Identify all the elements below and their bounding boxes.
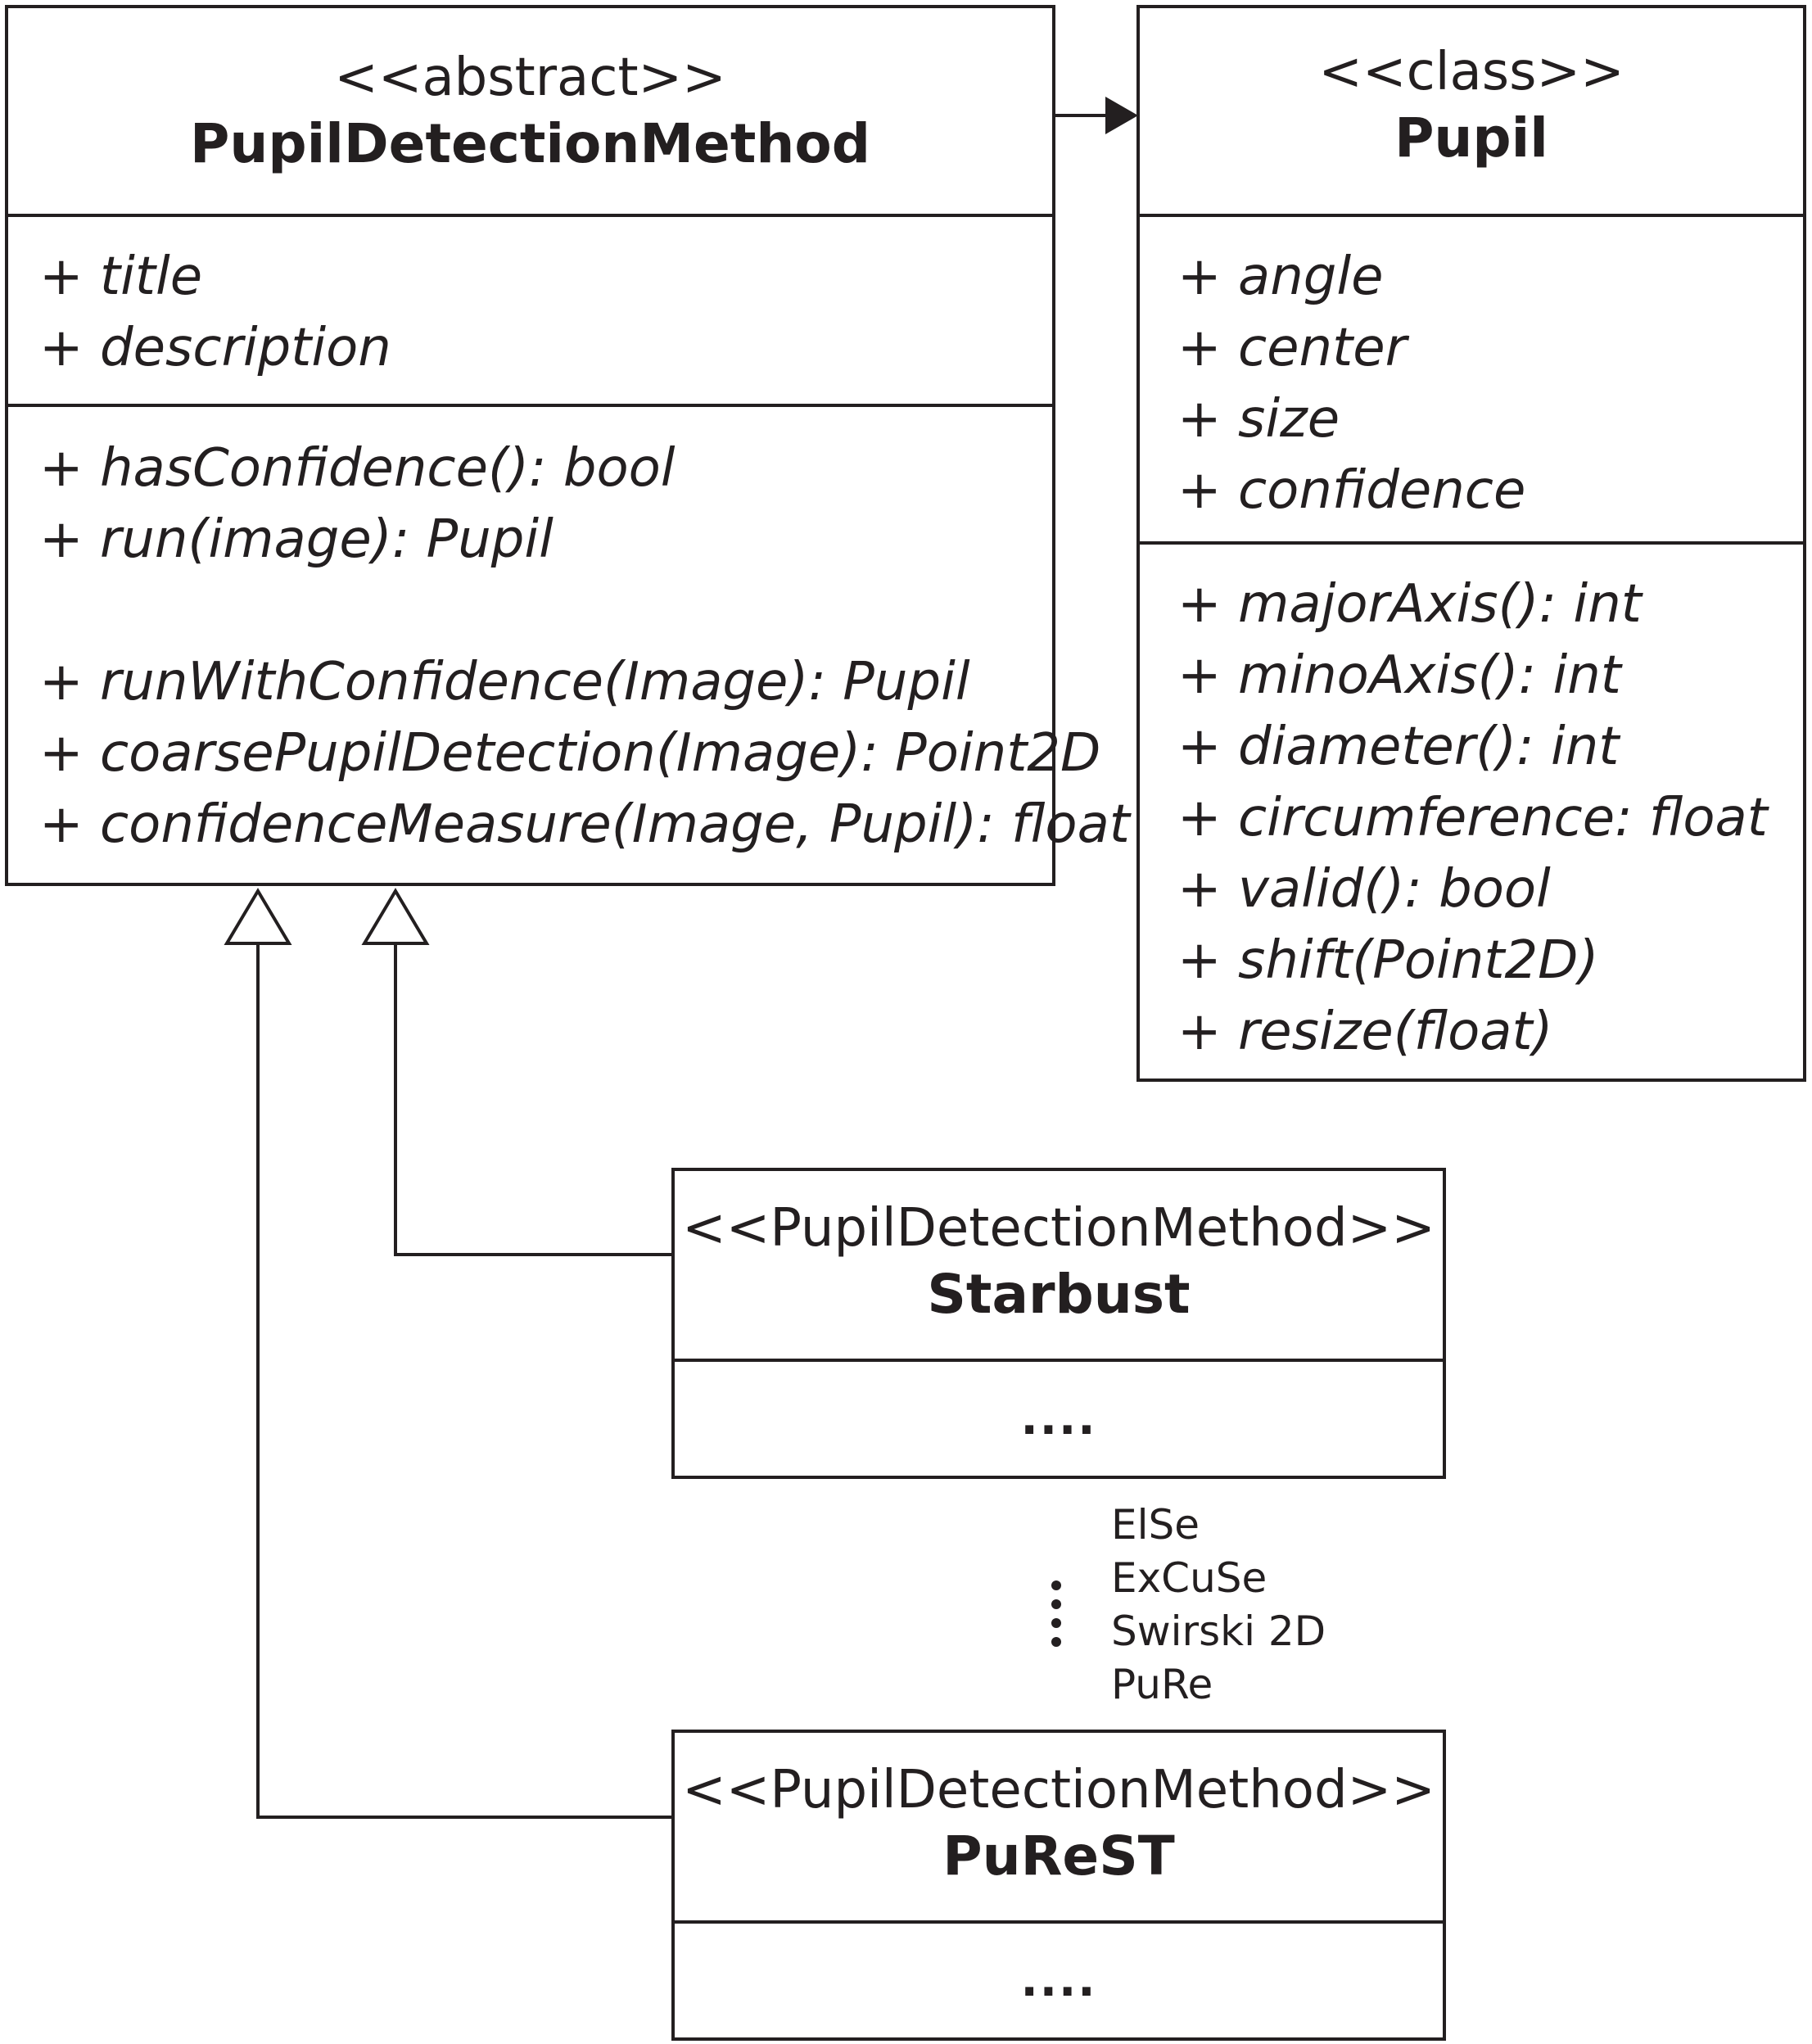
method: + circumference: float bbox=[1177, 788, 1768, 848]
class-name: PupilDetectionMethod bbox=[190, 112, 870, 175]
class-name: Starbust bbox=[927, 1263, 1191, 1326]
ellipsis-dot bbox=[1051, 1637, 1061, 1647]
attribute: + center bbox=[1177, 318, 1407, 378]
methods-compartment: + hasConfidence(): bool + run(image): Pu… bbox=[8, 407, 1130, 882]
stereotype-label: <<PupilDetectionMethod>> bbox=[682, 1760, 1435, 1820]
method-name: ExCuSe bbox=[1111, 1554, 1267, 1602]
stereotype-label: <<PupilDetectionMethod>> bbox=[682, 1198, 1435, 1259]
method: + run(image): Pupil bbox=[39, 509, 554, 570]
class-pupil: <<class>> Pupil + angle + center + size … bbox=[1136, 5, 1806, 1082]
class-body-placeholder: .... bbox=[1020, 1392, 1097, 1445]
class-header: <<class>> Pupil bbox=[1140, 8, 1803, 217]
method-name: PuRe bbox=[1111, 1661, 1213, 1708]
class-body-placeholder: .... bbox=[1020, 1954, 1097, 2007]
method: + majorAxis(): int bbox=[1177, 574, 1642, 635]
attribute: + angle bbox=[1177, 246, 1384, 307]
methods-compartment: + majorAxis(): int + minoAxis(): int + d… bbox=[1140, 545, 1803, 1077]
method: + resize(float) bbox=[1177, 1002, 1553, 1062]
class-header: <<PupilDetectionMethod>> Starbust bbox=[675, 1171, 1443, 1362]
attributes-compartment: + angle + center + size + confidence bbox=[1140, 217, 1803, 545]
class-purest: <<PupilDetectionMethod>> PuReST .... bbox=[671, 1730, 1446, 2041]
method-name: ElSe bbox=[1111, 1501, 1200, 1549]
attribute: + description bbox=[39, 318, 391, 378]
starbust-generalization-arrowhead bbox=[361, 888, 430, 945]
method: + confidenceMeasure(Image, Pupil): float bbox=[39, 794, 1130, 855]
purest-generalization-line bbox=[256, 943, 673, 1819]
other-methods-list: ElSe ExCuSe Swirski 2D PuRe bbox=[1111, 1499, 1326, 1712]
class-pupil-detection-method: <<abstract>> PupilDetectionMethod + titl… bbox=[5, 5, 1130, 886]
class-starbust: <<PupilDetectionMethod>> Starbust .... bbox=[671, 1168, 1446, 1479]
method: + coarsePupilDetection(Image): Point2D bbox=[39, 723, 1101, 784]
ellipsis-dot bbox=[1051, 1580, 1061, 1590]
stereotype-label: <<class>> bbox=[1318, 42, 1624, 102]
method: + shift(Point2D) bbox=[1177, 930, 1599, 991]
stereotype-label: <<abstract>> bbox=[334, 47, 726, 108]
starbust-generalization-line bbox=[394, 943, 673, 1256]
ellipsis-dot bbox=[1051, 1618, 1061, 1628]
attribute: + size bbox=[1177, 389, 1340, 450]
method: + diameter(): int bbox=[1177, 717, 1620, 777]
method-spacer bbox=[39, 576, 1052, 647]
attributes-compartment: + title + description bbox=[8, 217, 1052, 407]
method: + valid(): bool bbox=[1177, 859, 1551, 920]
method: + runWithConfidence(Image): Pupil bbox=[39, 652, 970, 712]
method-name: Swirski 2D bbox=[1111, 1608, 1326, 1655]
method: + minoAxis(): int bbox=[1177, 645, 1621, 706]
class-name: PuReST bbox=[942, 1825, 1175, 1888]
purest-generalization-arrowhead bbox=[224, 888, 292, 945]
class-header: <<abstract>> PupilDetectionMethod bbox=[8, 8, 1052, 217]
class-header: <<PupilDetectionMethod>> PuReST bbox=[675, 1733, 1443, 1924]
ellipsis-dot bbox=[1051, 1599, 1061, 1609]
attribute: + title bbox=[39, 246, 203, 307]
association-arrowhead bbox=[1105, 97, 1138, 134]
class-name: Pupil bbox=[1394, 106, 1548, 170]
attribute: + confidence bbox=[1177, 460, 1526, 521]
method: + hasConfidence(): bool bbox=[39, 438, 676, 499]
